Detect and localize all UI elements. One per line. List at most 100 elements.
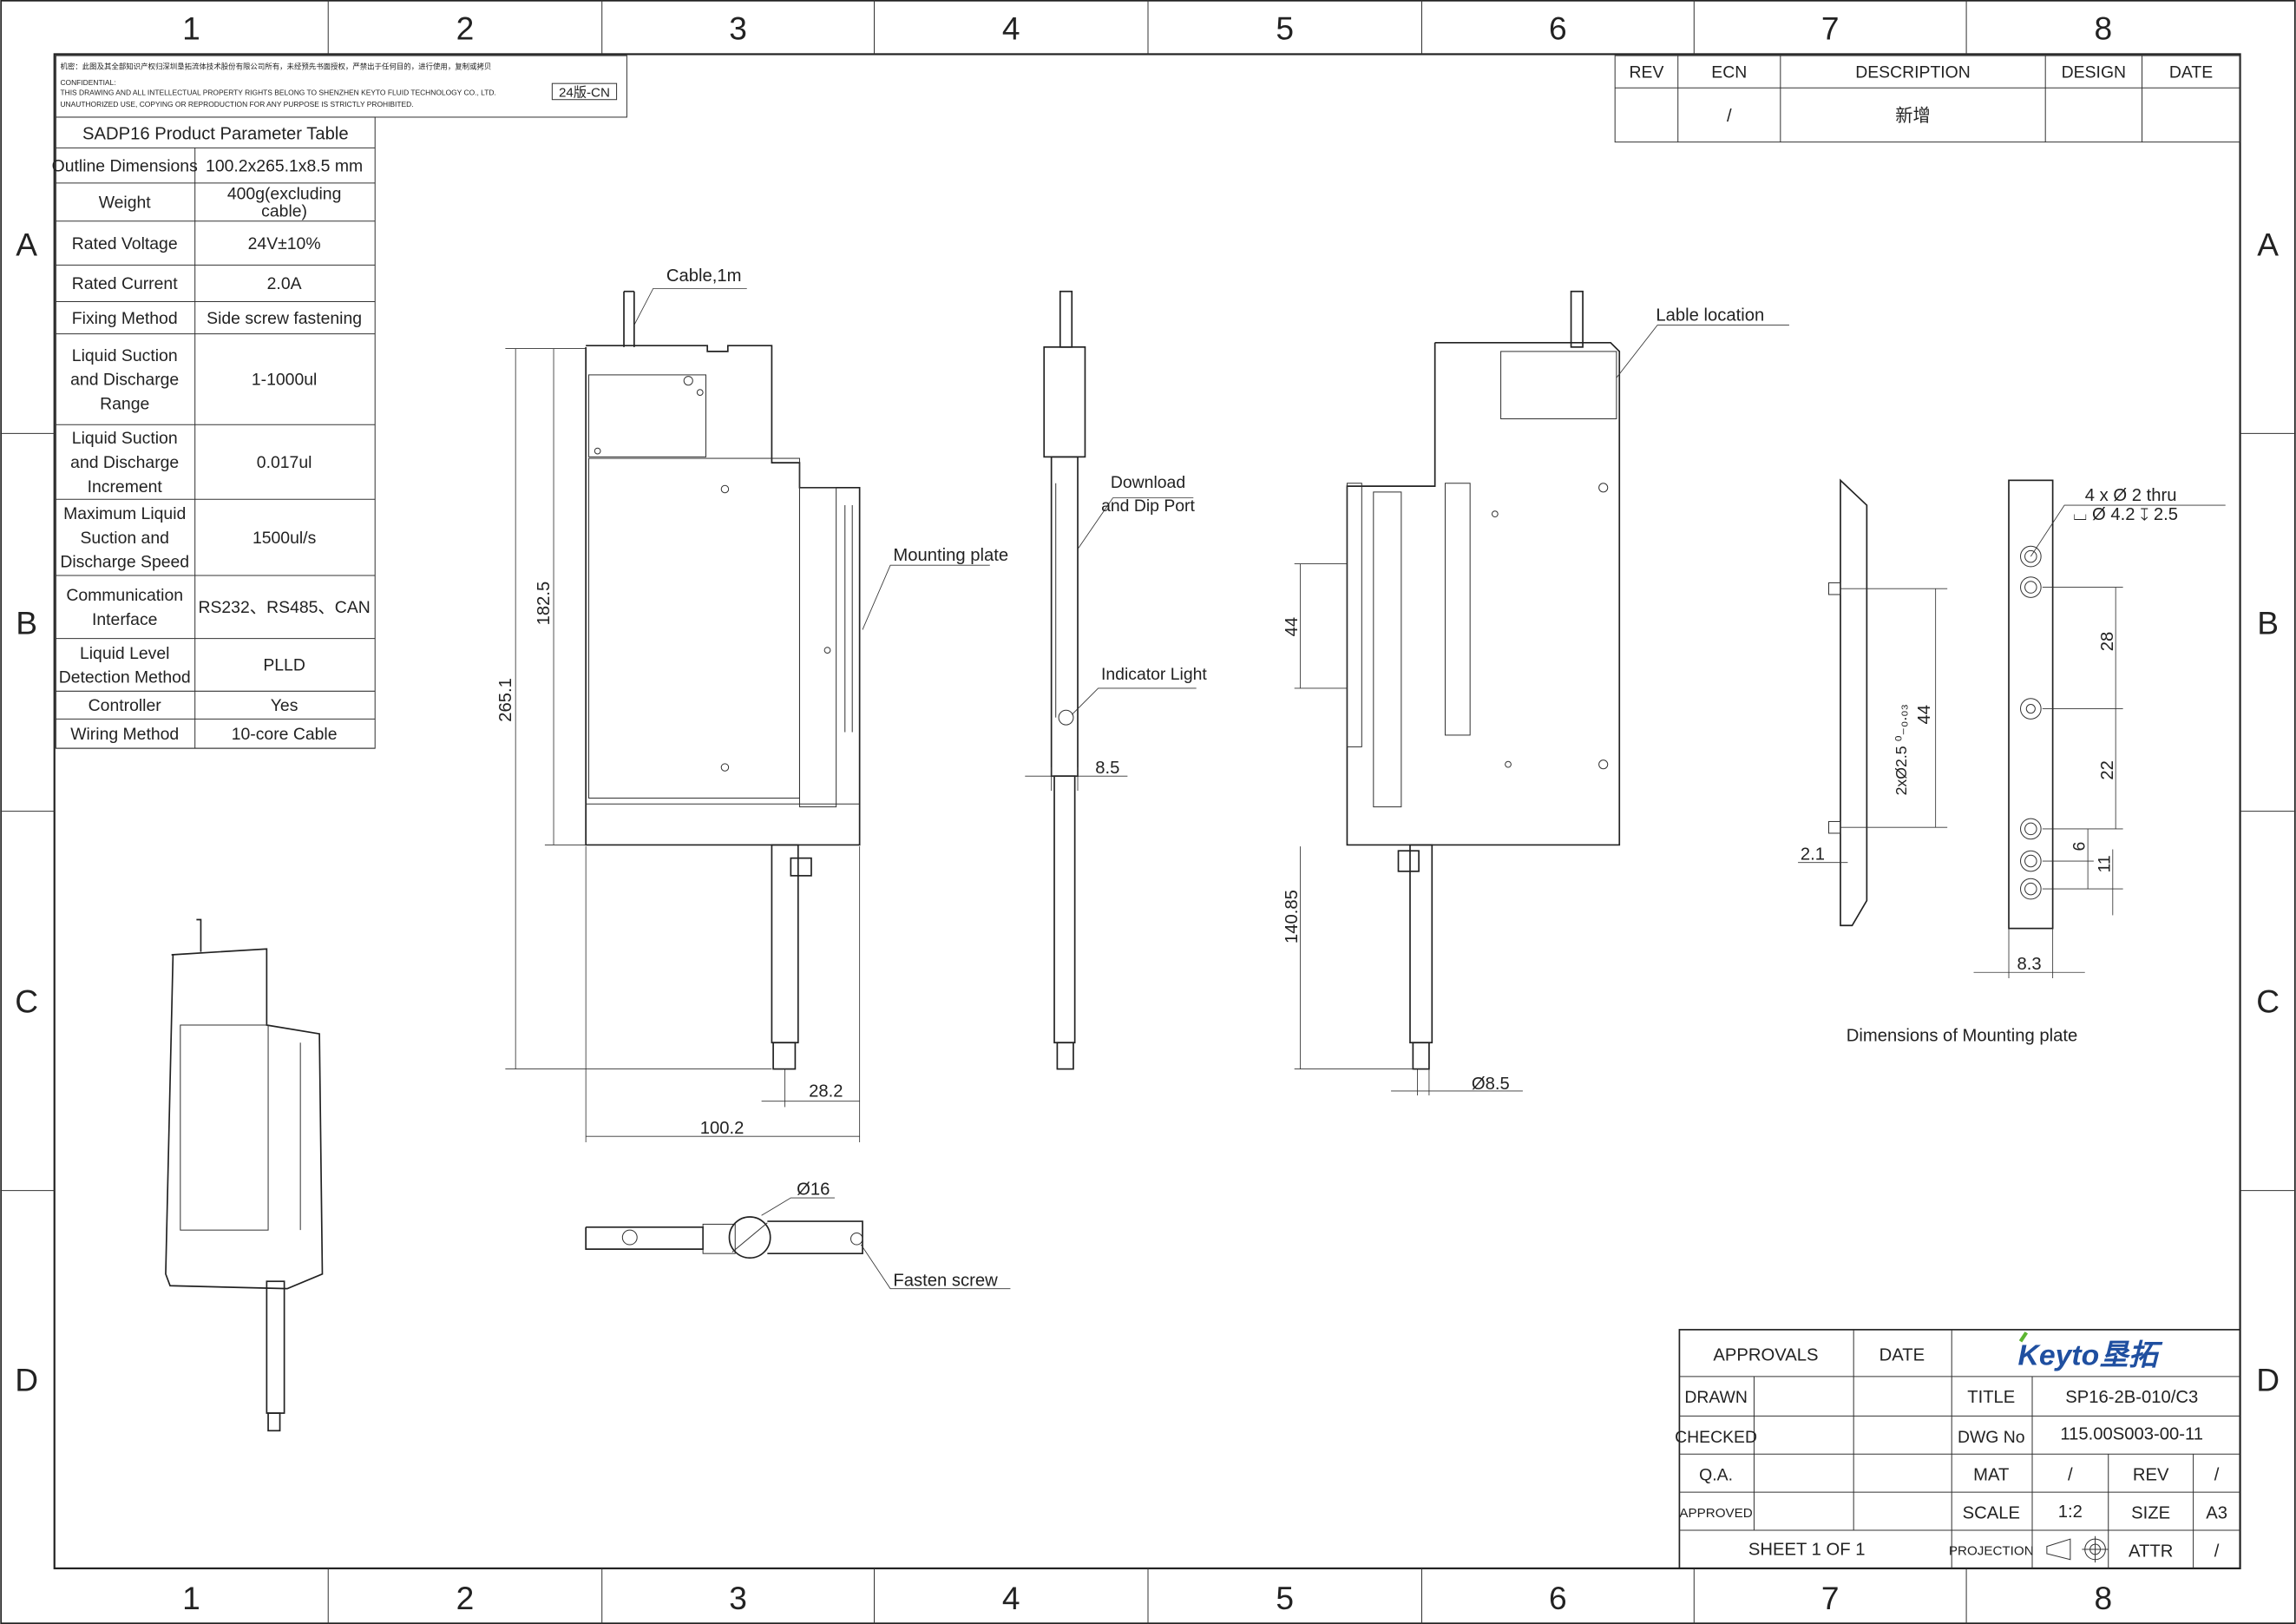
zone-column-label: 3 xyxy=(729,1580,747,1616)
dim-11: 11 xyxy=(2095,855,2114,872)
parameter-value: 1-1000ul xyxy=(252,371,317,390)
parameter-value: 0.017ul xyxy=(257,453,312,472)
download-port-label-2: and Dip Port xyxy=(1101,496,1195,516)
zone-column-label: 1 xyxy=(182,10,200,47)
zone-column-label: 4 xyxy=(1002,1580,1020,1616)
dim-22: 22 xyxy=(2098,760,2117,780)
zone-row-label: A xyxy=(2257,226,2279,262)
zone-column-label: 1 xyxy=(182,1580,200,1616)
attr-label: ATTR xyxy=(2129,1542,2173,1561)
projection-symbol-icon xyxy=(2046,1535,2109,1563)
zone-column-label: 5 xyxy=(1276,1580,1294,1616)
dim-265-1: 265.1 xyxy=(496,678,515,722)
parameter-value: cable) xyxy=(261,202,307,221)
zone-row-label: B xyxy=(16,605,37,641)
zone-column-label: 7 xyxy=(1821,10,1840,47)
dim-44-rear: 44 xyxy=(1282,617,1302,637)
parameter-row: Wiring Method 10-core Cable xyxy=(70,725,337,744)
projection-label: PROJECTION xyxy=(1949,1544,2034,1559)
parameter-table-title: SADP16 Product Parameter Table xyxy=(82,124,349,143)
isometric-view xyxy=(165,918,324,1432)
parameter-label: Liquid Suction xyxy=(72,429,178,448)
parameter-value: 1500ul/s xyxy=(253,529,316,548)
parameter-label: Wiring Method xyxy=(70,725,179,744)
label-location-label: Lable location xyxy=(1656,306,1764,325)
parameter-label: Discharge Speed xyxy=(60,553,189,572)
parameter-label: Weight xyxy=(99,194,152,213)
parameter-value: Yes xyxy=(271,696,298,715)
zone-column-label: 7 xyxy=(1821,1580,1840,1616)
sheet-label: SHEET 1 OF 1 xyxy=(1748,1541,1866,1560)
mat-label: MAT xyxy=(1973,1466,2009,1485)
parameter-label: Interface xyxy=(92,610,157,629)
dim-28: 28 xyxy=(2098,632,2117,652)
indicator-light-label: Indicator Light xyxy=(1101,665,1207,684)
revision-cell: / xyxy=(1727,107,1732,126)
parameter-value: PLLD xyxy=(263,656,305,675)
dim-phi16: Ø16 xyxy=(797,1180,830,1200)
parameter-label: Controller xyxy=(89,696,162,715)
dim-140-85: 140.85 xyxy=(1282,890,1302,943)
dim-6: 6 xyxy=(2070,842,2089,851)
zone-column-label: 6 xyxy=(1549,10,1567,47)
size-label: SIZE xyxy=(2131,1504,2170,1523)
size-value: A3 xyxy=(2206,1504,2227,1523)
parameter-value: 10-core Cable xyxy=(232,725,338,744)
title-value: SP16-2B-010/C3 xyxy=(2065,1388,2198,1407)
keyto-logo: Keyto垦拓 xyxy=(2018,1331,2163,1371)
cable-label: Cable,1m xyxy=(666,266,742,286)
confidential-notice: 机密：此图及其全部知识产权归深圳垦拓流体技术股份有限公司所有，未经预先书面授权，… xyxy=(55,55,627,118)
parameter-label: Communication xyxy=(66,586,183,605)
parameter-label: Maximum Liquid xyxy=(63,504,186,523)
confidential-line1: CONFIDENTIAL: xyxy=(60,78,115,87)
title-label: TITLE xyxy=(1967,1388,2015,1407)
parameter-label: Range xyxy=(100,395,149,414)
approvals-header: APPROVALS xyxy=(1713,1345,1818,1364)
scale-label: SCALE xyxy=(1963,1504,2020,1523)
dim-100-2: 100.2 xyxy=(700,1119,745,1138)
zone-column-label: 2 xyxy=(456,10,475,47)
rev-label: REV xyxy=(2133,1466,2169,1485)
parameter-value: 100.2x265.1x8.5 mm xyxy=(206,156,363,175)
dim-44-plate: 44 xyxy=(1915,705,1934,725)
zone-column-label: 8 xyxy=(2095,10,2113,47)
fasten-screw-label: Fasten screw xyxy=(893,1271,998,1290)
parameter-label: Rated Current xyxy=(72,274,178,293)
revision-header: ECN xyxy=(1711,62,1747,82)
checked-label: CHECKED xyxy=(1675,1428,1757,1447)
zone-column-label: 2 xyxy=(456,1580,475,1616)
confidential-cn: 机密：此图及其全部知识产权归深圳垦拓流体技术股份有限公司所有，未经预先书面授权，… xyxy=(60,62,491,70)
dim-2-1: 2.1 xyxy=(1801,845,1825,864)
dwg-label: DWG No xyxy=(1958,1428,2025,1447)
top-view xyxy=(585,1197,1011,1290)
dwg-value: 115.00S003-00-11 xyxy=(2060,1424,2203,1443)
zone-row-label: D xyxy=(15,1362,38,1398)
mounting-plate-label: Mounting plate xyxy=(893,546,1008,565)
logo-text: Keyto垦拓 xyxy=(2018,1338,2163,1371)
parameter-label: Increment xyxy=(88,477,163,496)
rear-view xyxy=(1294,290,1789,1095)
drawn-label: DRAWN xyxy=(1684,1388,1748,1407)
revision-header: DATE xyxy=(2169,62,2213,82)
parameter-label: Liquid Suction xyxy=(72,346,178,365)
dim-182-5: 182.5 xyxy=(535,582,554,626)
parameter-value: RS232、RS485、CAN xyxy=(198,598,370,617)
rev-value: / xyxy=(2214,1466,2220,1485)
attr-value: / xyxy=(2214,1542,2220,1561)
qa-label: Q.A. xyxy=(1699,1466,1733,1485)
parameter-label: Fixing Method xyxy=(72,309,178,328)
parameter-label: and Discharge xyxy=(70,371,179,390)
dim-8-5: 8.5 xyxy=(1095,759,1119,778)
revision-header: DESCRIPTION xyxy=(1855,62,1971,82)
scale-value: 1:2 xyxy=(2058,1502,2083,1522)
zone-column-label: 5 xyxy=(1276,10,1294,47)
